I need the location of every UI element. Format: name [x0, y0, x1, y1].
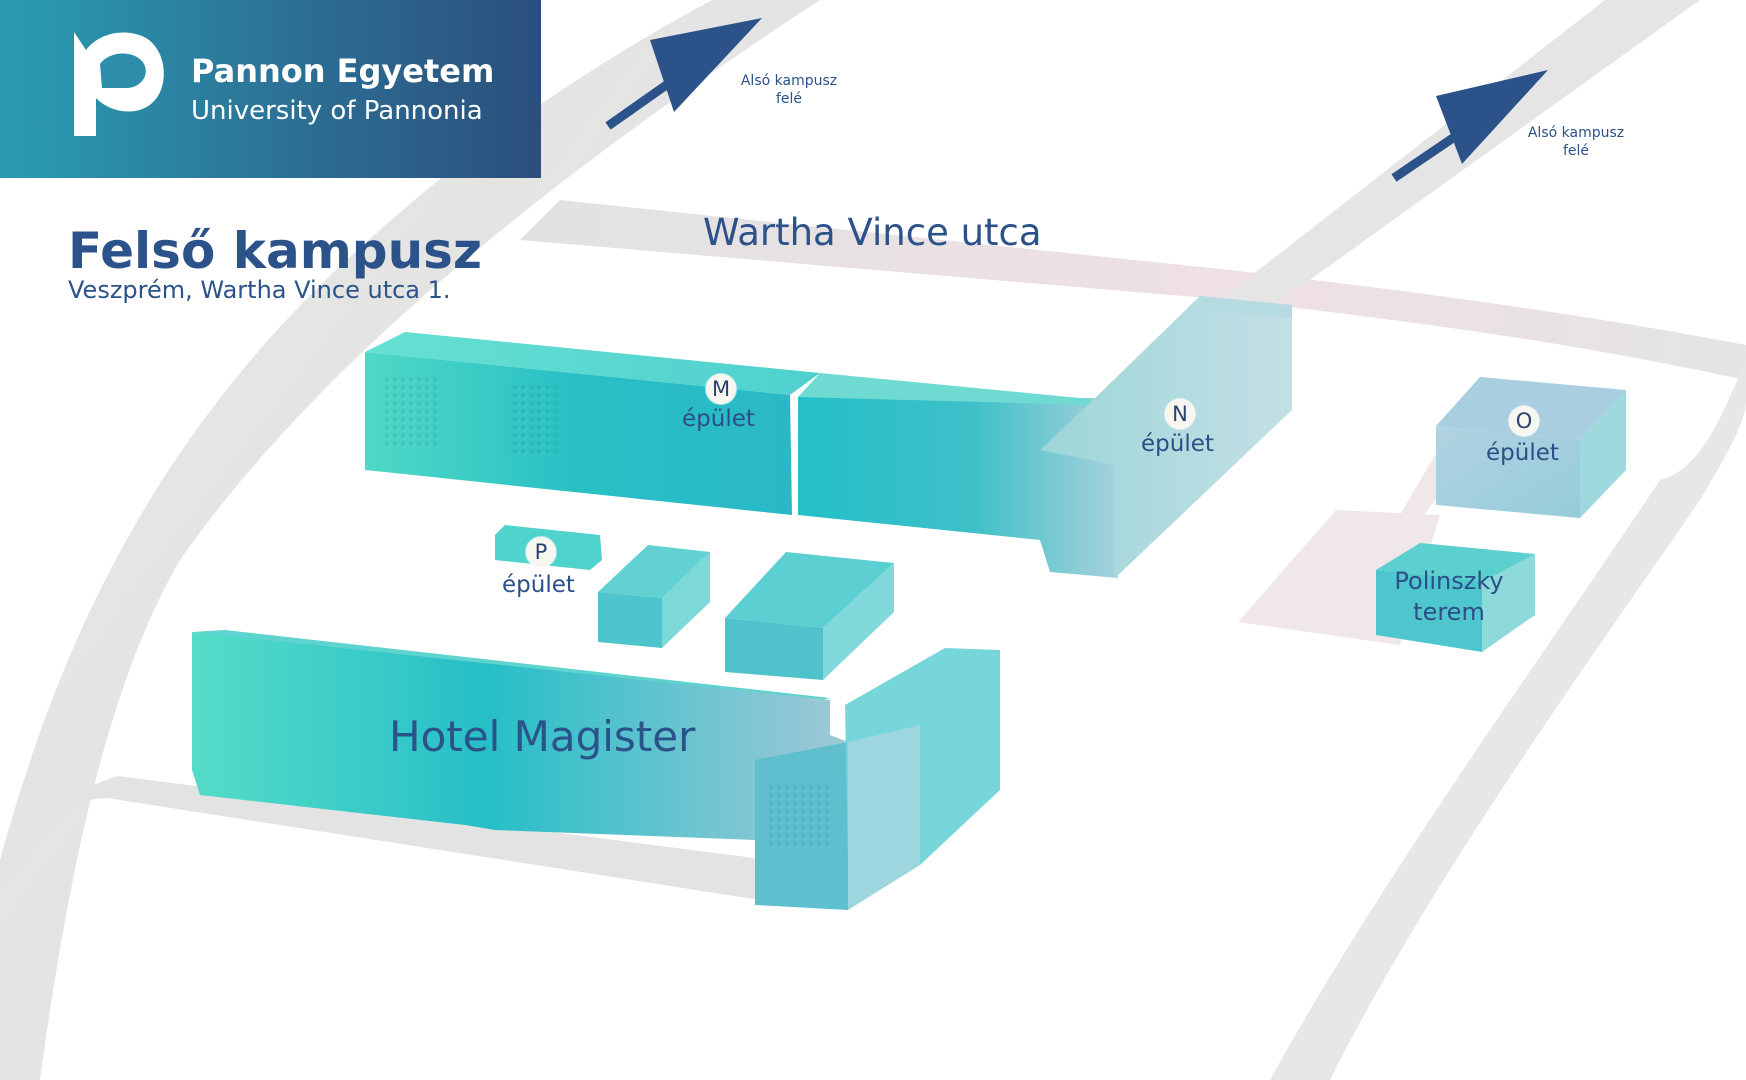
- building-polinszky[interactable]: [1376, 543, 1535, 652]
- badge-n[interactable]: N: [1165, 399, 1195, 429]
- road-east-curve: [1270, 360, 1746, 1080]
- badge-o[interactable]: O: [1509, 406, 1539, 436]
- label-n: épület: [1141, 431, 1214, 457]
- building-hotel-magister[interactable]: [192, 630, 1000, 910]
- direction-label-1-line1: Alsó kampusz: [740, 73, 838, 89]
- building-o[interactable]: [1436, 377, 1626, 518]
- road-north-access: [520, 200, 1746, 380]
- direction-label-2-line1: Alsó kampusz: [1527, 125, 1625, 141]
- road-south-loop: [0, 776, 770, 900]
- label-m: épület: [682, 406, 755, 432]
- campus-title: Felső kampusz: [68, 222, 483, 280]
- label-o: épület: [1486, 440, 1559, 466]
- badge-p[interactable]: P: [526, 537, 556, 567]
- label-hotel-magister: Hotel Magister: [389, 712, 696, 761]
- label-polinszky: Polinszky terem: [1386, 566, 1512, 628]
- badge-m[interactable]: M: [706, 374, 736, 404]
- street-label: Wartha Vince utca: [703, 211, 1042, 254]
- building-n[interactable]: [1040, 296, 1292, 578]
- direction-arrow-2: [1391, 70, 1548, 182]
- direction-label-1: Alsó kampusz felé: [724, 72, 854, 108]
- direction-label-2: Alsó kampusz felé: [1511, 124, 1641, 160]
- direction-label-1-line2: felé: [775, 91, 803, 107]
- road-west-curve: [0, 0, 820, 1080]
- label-p: épület: [502, 572, 575, 598]
- campus-address: Veszprém, Wartha Vince utca 1.: [68, 276, 451, 304]
- label-polinszky-line2: terem: [1413, 598, 1485, 626]
- building-m[interactable]: [365, 332, 1118, 578]
- header-banner: Pannon Egyetem University of Pannonia: [0, 0, 541, 178]
- brand-subtitle: University of Pannonia: [191, 96, 483, 126]
- building-annex-2[interactable]: [725, 552, 894, 680]
- brand-name: Pannon Egyetem: [191, 52, 495, 90]
- building-annex-1[interactable]: [598, 545, 710, 648]
- university-logo-icon: [74, 32, 164, 136]
- road-northeast: [1220, 0, 1700, 330]
- label-polinszky-line1: Polinszky: [1394, 567, 1504, 595]
- direction-label-2-line2: felé: [1562, 143, 1590, 159]
- direction-arrow-1: [605, 18, 762, 130]
